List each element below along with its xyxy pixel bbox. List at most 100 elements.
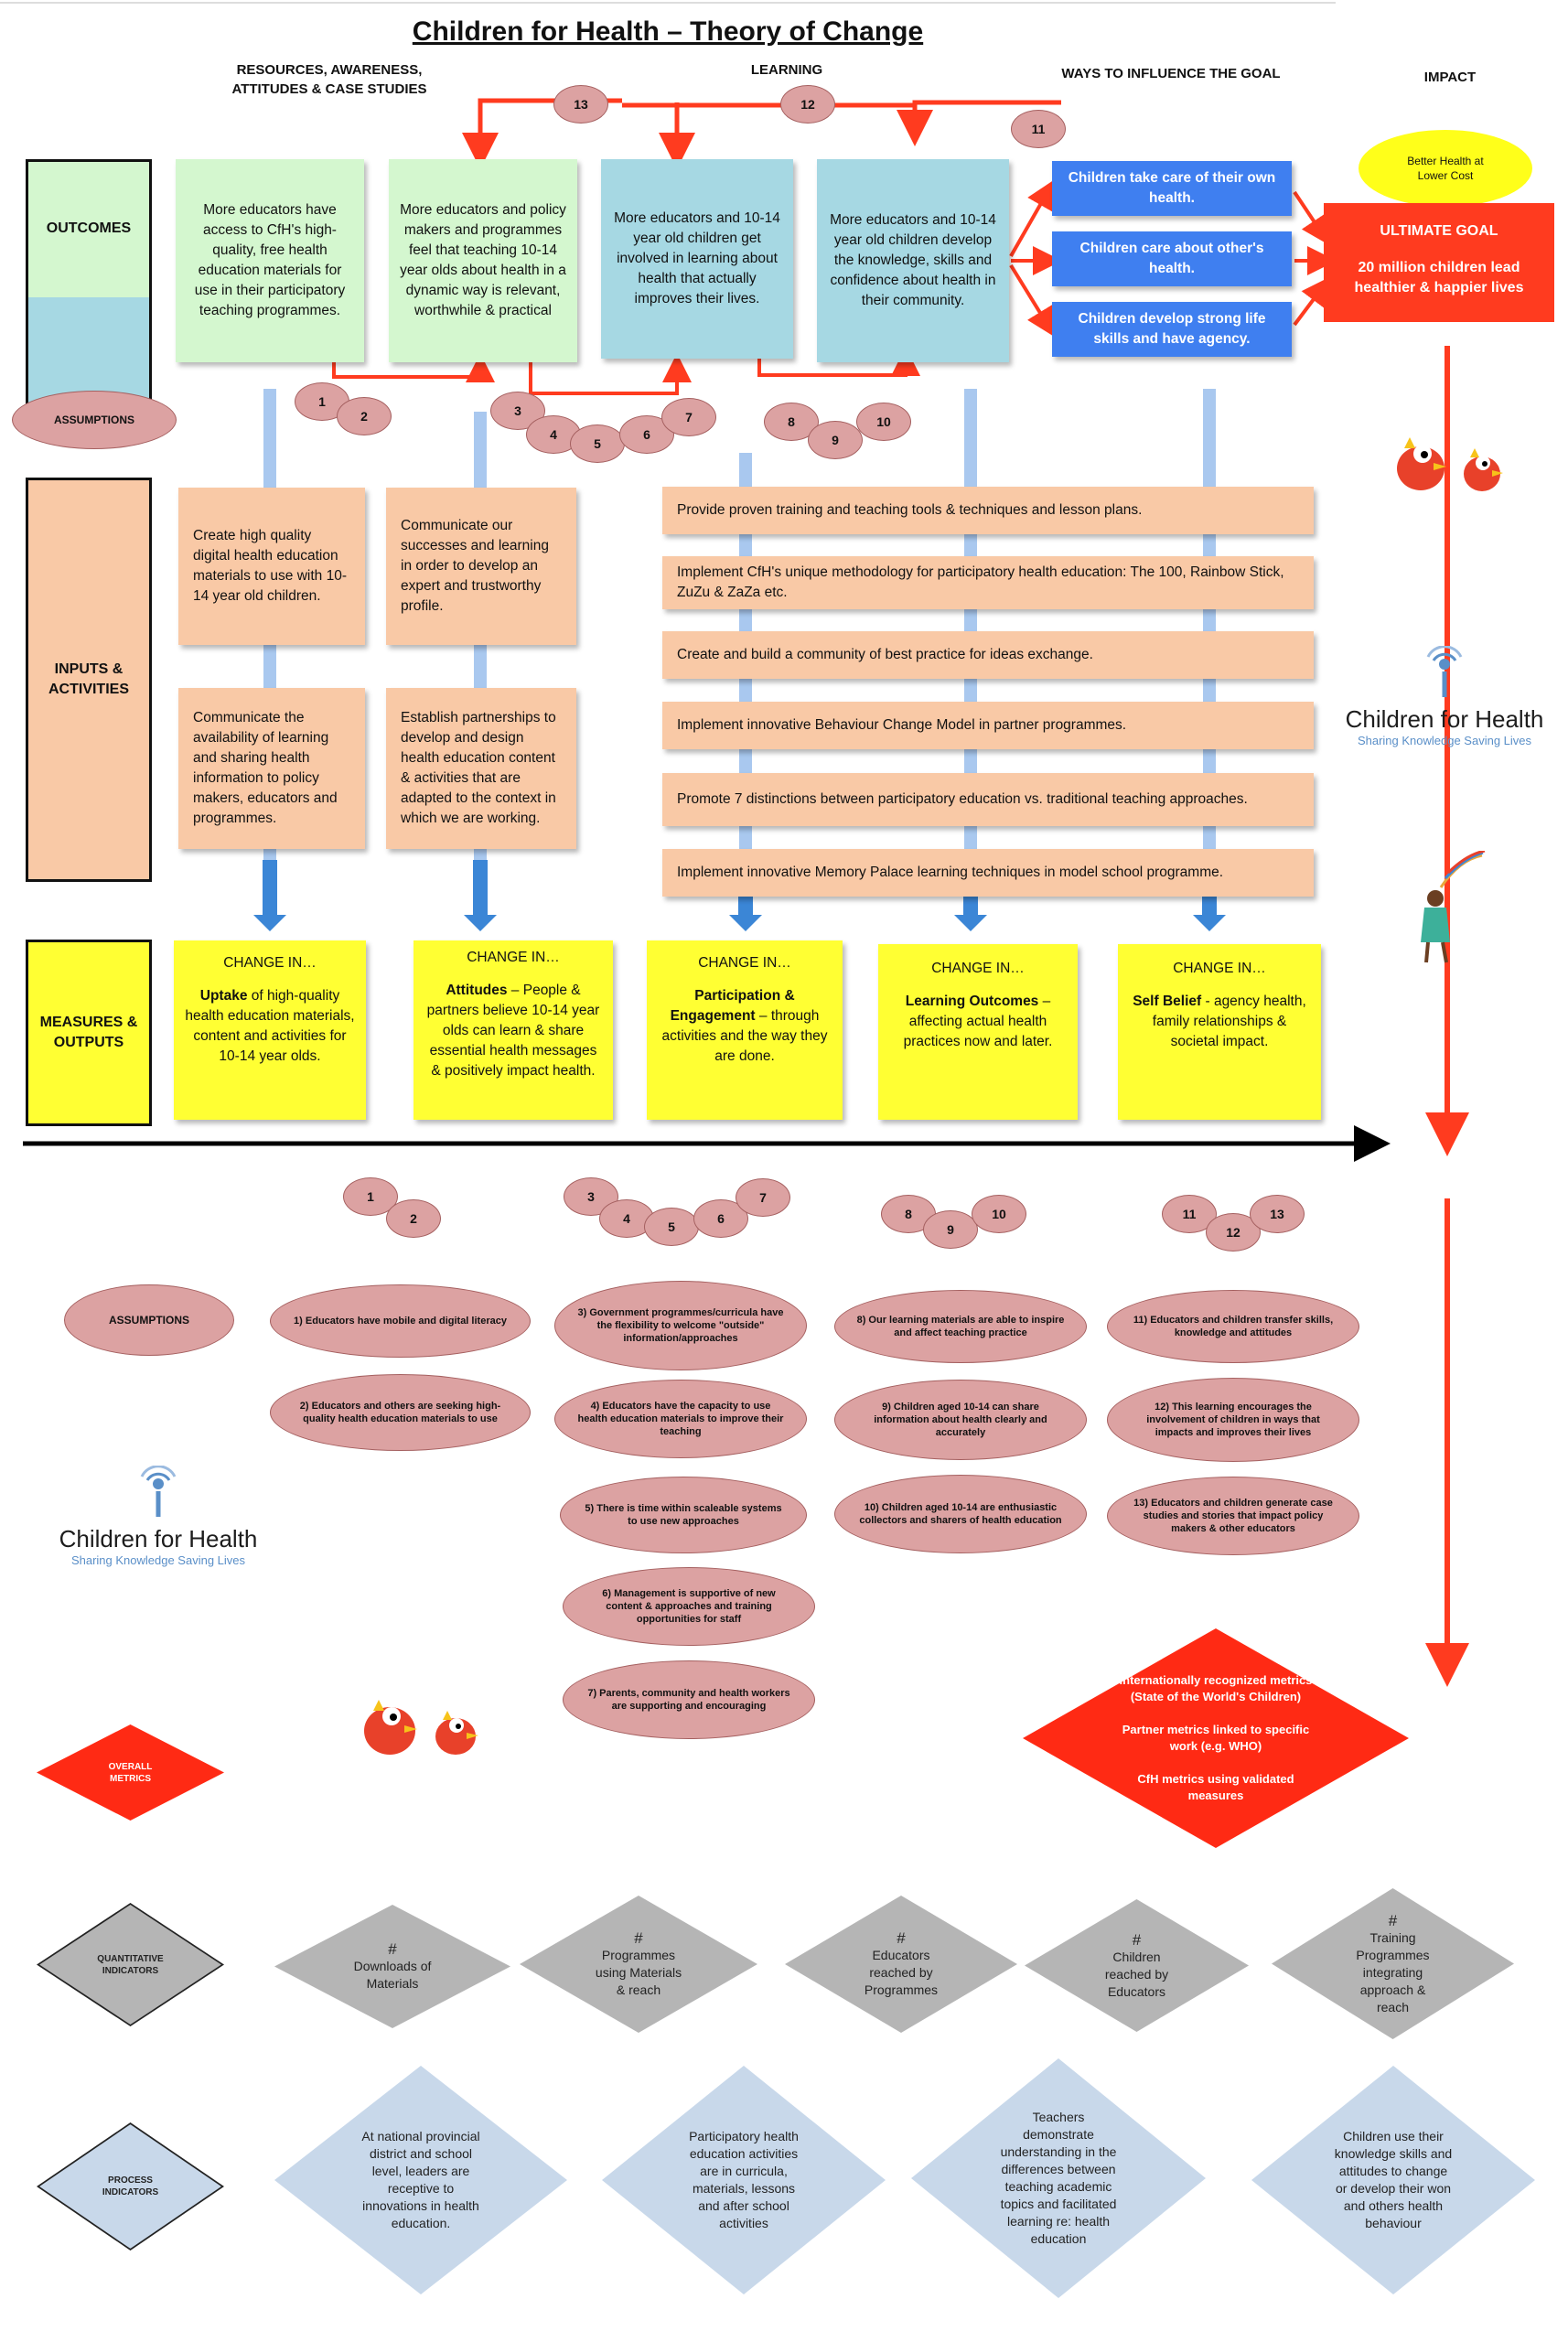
process-indicators-label: PROCESS INDICATORS	[37, 2122, 224, 2251]
assumption-oval: 10) Children aged 10-14 are enthusiastic…	[834, 1475, 1087, 1553]
indicator-text: Training Programmes integrating approach…	[1356, 1929, 1430, 2014]
row-label-assumptions: ASSUMPTIONS	[12, 391, 177, 449]
measure-text: – through activities and the way they ar…	[661, 1008, 828, 1064]
bird-mascot-icon	[1397, 437, 1503, 491]
logo: Children for Health Sharing Knowledge Sa…	[1332, 645, 1557, 747]
assumption-number: 5	[570, 424, 625, 463]
ultimate-goal-box: ULTIMATE GOAL 20 million children lead h…	[1324, 203, 1554, 322]
assumption-number: 1	[295, 382, 349, 421]
quantitative-indicator: #Educators reached by Programmes	[785, 1896, 1017, 2033]
assumption-oval: 2) Educators and others are seeking high…	[270, 1374, 531, 1451]
activity-bar: Implement CfH's unique methodology for p…	[662, 556, 1314, 609]
measure-box: CHANGE IN… Attitudes – People & partners…	[413, 940, 613, 1120]
way-box: Children develop strong life skills and …	[1052, 302, 1292, 357]
assumption-oval: 9) Children aged 10-14 can share informa…	[834, 1380, 1087, 1460]
assumption-oval: 7) Parents, community and health workers…	[563, 1660, 815, 1739]
column-header-impact: IMPACT	[1423, 70, 1477, 85]
assumption-number: 9	[923, 1210, 978, 1249]
ultimate-goal-title: ULTIMATE GOAL	[1380, 223, 1498, 239]
overall-metric: CfH metrics using validated measures	[1137, 1772, 1294, 1802]
logo-text: Children for Health	[1345, 705, 1544, 733]
row-label-measures: MEASURES & OUTPUTS	[26, 940, 152, 1126]
indicator-text: Programmes using Materials & reach	[595, 1948, 682, 1997]
activity-bar: Implement innovative Behaviour Change Mo…	[662, 702, 1314, 749]
row-label-inputs: INPUTS & ACTIVITIES	[26, 478, 152, 882]
measure-change-label: CHANGE IN…	[698, 955, 791, 971]
column-header-resources: RESOURCES, AWARENESS, ATTITUDES & CASE S…	[231, 62, 427, 97]
assumption-number: 10	[856, 403, 911, 441]
assumption-number: 6	[693, 1199, 748, 1238]
assumption-number: 5	[644, 1208, 699, 1246]
measure-box: CHANGE IN… Participation & Engagement – …	[647, 940, 843, 1120]
indicator-text: Educators reached by Programmes	[864, 1948, 939, 1997]
quantitative-indicator: #Children reached by Educators	[1025, 1899, 1249, 2032]
page-title: Children for Health – Theory of Change	[412, 16, 924, 47]
process-indicator: Participatory health education activitie…	[602, 2066, 886, 2294]
assumption-oval: 4) Educators have the capacity to use he…	[554, 1380, 807, 1458]
quantitative-indicator: #Programmes using Materials & reach	[520, 1896, 757, 2033]
assumption-oval: 6) Management is supportive of new conte…	[563, 1567, 815, 1646]
quantitative-indicators-label: QUANTITATIVE INDICATORS	[37, 1903, 224, 2026]
process-indicator: Children use their knowledge skills and …	[1251, 2066, 1535, 2294]
activity-bar: Promote 7 distinctions between participa…	[662, 773, 1314, 826]
activity-box: Communicate our successes and learning i…	[386, 488, 576, 645]
assumption-oval: 1) Educators have mobile and digital lit…	[270, 1284, 531, 1358]
way-box: Children care about other's health.	[1052, 231, 1292, 286]
logo-tagline: Sharing Knowledge Saving Lives	[1357, 734, 1532, 747]
measure-change-label: CHANGE IN…	[223, 955, 317, 971]
assumption-oval: 5) There is time within scaleable system…	[560, 1477, 807, 1553]
outcome-box: More educators have access to CfH's high…	[176, 159, 364, 362]
assumption-number: 7	[661, 398, 716, 436]
measure-text: of high-quality health education materia…	[185, 988, 355, 1064]
measure-bold: Uptake	[199, 988, 248, 1004]
overall-metrics-label: OVERALL METRICS	[37, 1724, 224, 1821]
measure-bold: Self Belief	[1133, 994, 1202, 1009]
column-header-learning: LEARNING	[750, 62, 823, 78]
hash-label: #	[388, 1940, 397, 1958]
indicator-text: Downloads of Materials	[353, 1959, 432, 1991]
measure-box: CHANGE IN… Learning Outcomes – affecting…	[878, 944, 1078, 1120]
ultimate-goal-text: 20 million children lead healthier & hap…	[1354, 260, 1524, 295]
hash-label: #	[1388, 1911, 1398, 1929]
row-label-assumptions: ASSUMPTIONS	[64, 1284, 234, 1356]
process-indicator: At national provincial district and scho…	[274, 2066, 567, 2294]
overall-metrics-diamond: Internationally recognized metrics (Stat…	[1023, 1628, 1409, 1848]
hash-label: #	[897, 1929, 906, 1947]
overall-metric: Partner metrics linked to specific work …	[1122, 1723, 1310, 1753]
impact-oval: Better Health at Lower Cost	[1359, 130, 1532, 207]
outcome-box: More educators and 10-14 year old childr…	[601, 159, 793, 359]
assumption-oval: 11) Educators and children transfer skil…	[1107, 1290, 1359, 1363]
measure-box: CHANGE IN… Self Belief - agency health, …	[1118, 944, 1321, 1120]
activity-bar: Implement innovative Memory Palace learn…	[662, 849, 1314, 897]
assumption-number: 6	[619, 415, 674, 454]
assumption-oval: 8) Our learning materials are able to in…	[834, 1290, 1087, 1363]
logo-icon	[140, 1465, 177, 1517]
assumption-number: 9	[808, 421, 863, 459]
assumption-oval: 12) This learning encourages the involve…	[1107, 1378, 1359, 1462]
logo-icon	[1426, 645, 1463, 697]
way-box: Children take care of their own health.	[1052, 161, 1292, 216]
assumption-number: 13	[1250, 1195, 1305, 1233]
outcome-box: More educators and policy makers and pro…	[389, 159, 577, 362]
indicator-text: Children reached by Educators	[1104, 1949, 1169, 1999]
logo-text: Children for Health	[59, 1525, 258, 1552]
column-header-ways: WAYS TO INFLUENCE THE GOAL	[1061, 66, 1281, 81]
hash-label: #	[1132, 1930, 1142, 1949]
row-label-outcomes: OUTCOMES	[26, 159, 152, 426]
measure-text: - agency health, family relationships & …	[1152, 994, 1306, 1049]
measure-text: – People & partners believe 10-14 year o…	[426, 983, 600, 1079]
assumption-number: 12	[780, 85, 835, 124]
assumption-number: 3	[490, 392, 545, 430]
measure-bold: Learning Outcomes	[905, 994, 1039, 1009]
logo: Children for Health Sharing Knowledge Sa…	[44, 1465, 273, 1567]
activity-box: Communicate the availability of learning…	[178, 688, 365, 849]
measure-bold: Attitudes	[446, 983, 508, 998]
quantitative-indicator: #Training Programmes integrating approac…	[1272, 1888, 1514, 2039]
activity-bar: Create and build a community of best pra…	[662, 631, 1314, 679]
measure-change-label: CHANGE IN…	[931, 961, 1025, 976]
measure-text: – affecting actual health practices now …	[903, 994, 1053, 1049]
measure-bold: Participation & Engagement	[670, 988, 795, 1024]
assumption-number: 11	[1011, 110, 1066, 148]
activity-box: Establish partnerships to develop and de…	[386, 688, 576, 849]
assumption-oval: 3) Government programmes/curricula have …	[554, 1281, 807, 1370]
